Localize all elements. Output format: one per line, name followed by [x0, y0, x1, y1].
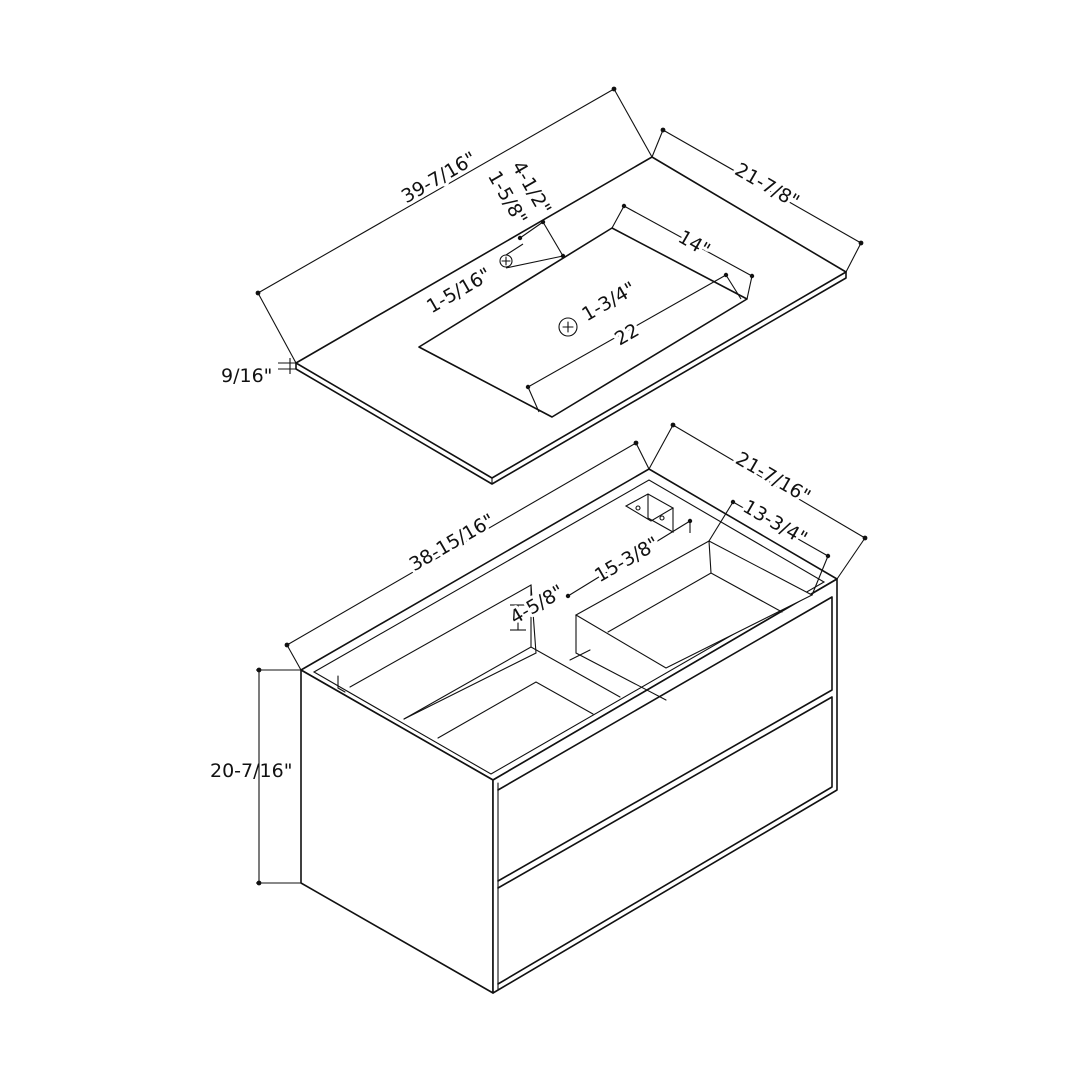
countertop-width-dimension [255, 86, 653, 364]
drain-hole [558, 317, 578, 337]
drawer-depth-dimension [708, 499, 831, 596]
sink-depth-dimension [611, 203, 755, 300]
cabinet-corner-detail [337, 675, 346, 693]
upper-drawer-front[interactable] [497, 596, 833, 882]
cabinet-depth-dimension [648, 422, 868, 580]
cabinet: 38-15/16" 21-7/16" 13-3/4" 15-3/8" 4-5/8… [210, 422, 868, 994]
cabinet-depth-label: 21-7/16" [732, 448, 814, 508]
countertop-depth-dimension [651, 127, 864, 273]
countertop-depth-label: 21-7/8" [731, 159, 803, 213]
countertop-offset-dimensions [505, 219, 566, 269]
drawer-width-dimension [565, 518, 693, 599]
cabinet-height-label: 20-7/16" [210, 760, 292, 782]
drawer-height-dimension [510, 604, 526, 631]
sink-width-dimension [525, 272, 742, 413]
countertop: 39-7/16" 21-7/8" 9/16" 4-1/2" 1-5/8" 1-5… [221, 86, 864, 485]
countertop-thickness-label: 9/16" [221, 365, 272, 387]
left-drawer-box [349, 584, 621, 739]
lower-drawer-front[interactable] [497, 696, 833, 985]
countertop-thickness-dimension [278, 358, 296, 374]
cabinet-height-dimension [256, 667, 301, 886]
countertop-width-label: 39-7/16" [398, 148, 480, 208]
faucet-hole [499, 254, 513, 268]
mounting-bracket [624, 493, 675, 533]
cabinet-width-dimension [284, 440, 650, 671]
sink-inner-edge [418, 346, 553, 418]
